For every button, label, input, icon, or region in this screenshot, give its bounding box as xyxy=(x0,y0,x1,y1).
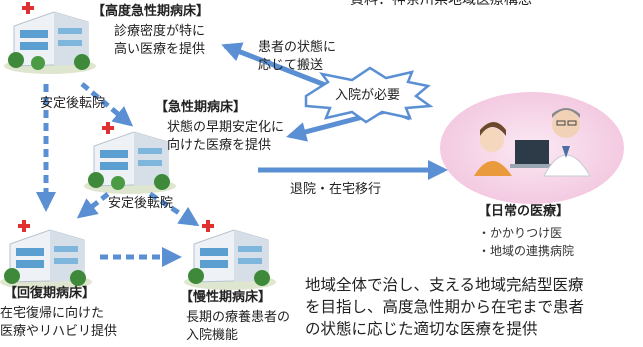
discharge-label: 退院・在宅移行 xyxy=(290,182,382,197)
daily-care-line-1: ・かかりつけ医 xyxy=(478,226,563,240)
daily-care-title: 【日常の医療】 xyxy=(478,204,570,219)
daily-care-doctor-illustration xyxy=(440,92,624,204)
acute-title: 【急性期病床】 xyxy=(155,100,247,115)
advanced-acute-line-2: 高い医療を提供 xyxy=(114,42,206,57)
hospital-recovery-icon xyxy=(0,220,92,290)
summary-line-1: 地域全体で治し、支える地域完結型医療 xyxy=(305,276,584,294)
arrow-advanced-to-acute-dashed xyxy=(80,82,134,127)
recovery-line-1: 在宅復帰に向けた xyxy=(0,306,105,321)
chronic-title: 【慢性期病床】 xyxy=(180,290,272,305)
transport-label-line-1: 患者の状態に xyxy=(258,40,337,55)
advanced-acute-line-1: 診療密度が特に xyxy=(114,24,206,39)
transport-label-line-2: 応じて搬送 xyxy=(258,58,324,73)
hospital-chronic-icon xyxy=(184,220,276,290)
recovery-title: 【回復期病床】 xyxy=(4,286,96,301)
chronic-line-2: 入院機能 xyxy=(186,328,239,343)
source-note: 資料：神奈川県地域医療構想 xyxy=(350,0,532,8)
hospital-acute-icon xyxy=(84,122,176,194)
daily-care-line-2: ・地域の連携病院 xyxy=(478,244,575,258)
chronic-line-1: 長期の療養患者の xyxy=(186,310,291,325)
transfer-label-1: 安定後転院 xyxy=(40,96,106,111)
arrow-acute-to-recovery-dashed xyxy=(76,192,110,219)
summary-line-3: の状態に応じた適切な医療を提供 xyxy=(305,320,538,338)
transfer-label-2: 安定後転院 xyxy=(108,196,174,211)
acute-line-2: 向けた医療を提供 xyxy=(167,138,272,153)
admission-needed-callout xyxy=(304,66,434,124)
hospital-advanced-acute-icon xyxy=(4,2,96,74)
admission-label: 入院が必要 xyxy=(335,88,401,103)
arrow-acute-to-chronic-dashed xyxy=(148,191,200,227)
acute-line-1: 状態の早期安定化に xyxy=(167,120,285,135)
summary-line-2: を目指し、高度急性期から在宅まで患者 xyxy=(305,298,585,316)
recovery-line-2: 医療やリハビリ提供 xyxy=(0,324,118,339)
advanced-acute-title: 【高度急性期病床】 xyxy=(92,4,210,19)
